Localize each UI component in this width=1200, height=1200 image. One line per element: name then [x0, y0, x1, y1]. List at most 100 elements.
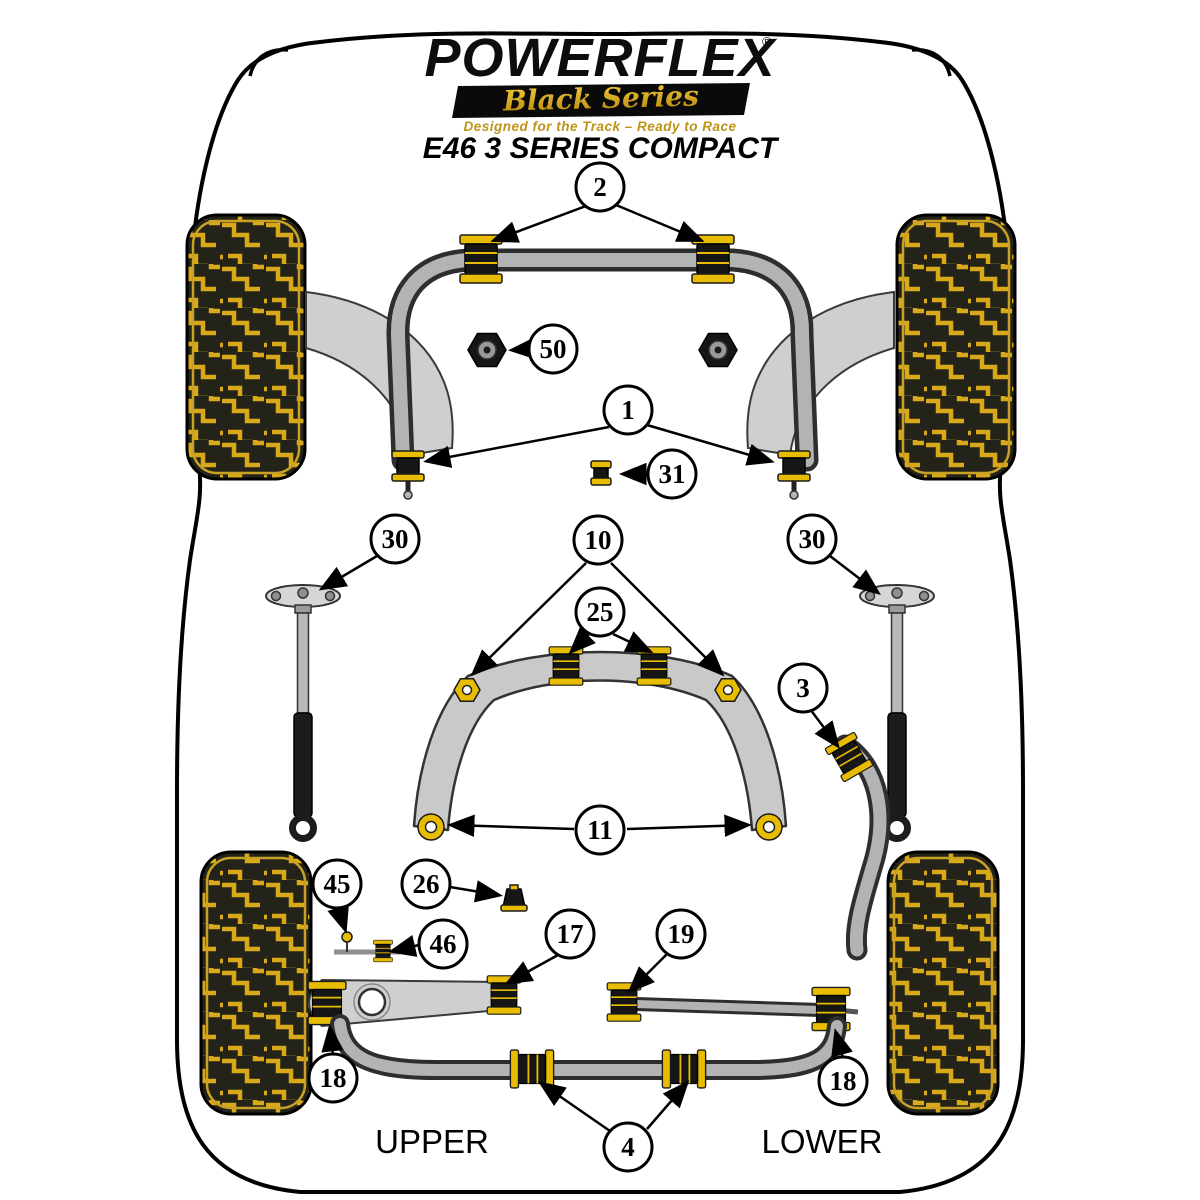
callout-3: 3 [777, 662, 829, 714]
arrow-30-right [829, 555, 881, 596]
page-title: E46 3 SERIES COMPACT [423, 132, 780, 165]
label-upper: UPPER [375, 1123, 489, 1160]
arrow-4-right [646, 1080, 690, 1130]
svg-text:17: 17 [557, 919, 584, 949]
front-right-control-arm [746, 290, 895, 457]
callout-17: 17 [544, 908, 596, 960]
svg-text:30: 30 [382, 524, 409, 554]
arrow-18-left [321, 1024, 344, 1056]
series-ribbon [452, 83, 750, 118]
front-arb-bush-left [459, 234, 503, 284]
arrow-17 [504, 953, 559, 985]
small-bush-46 [373, 939, 393, 963]
arrow-11-right [626, 814, 752, 837]
brand-wordmark: POWERFLEX [424, 28, 777, 88]
arrow-1-left [423, 425, 610, 468]
svg-text:50: 50 [540, 334, 567, 364]
left-mirror-notch [248, 48, 289, 77]
bolt-45 [341, 931, 353, 943]
arrow-50 [508, 337, 537, 360]
tire-front-right [895, 213, 1017, 481]
callout-26: 26 [400, 858, 452, 910]
callout-layer: 2 50 1 31 30 10 30 25 3 11 45 26 46 17 19 18 18 4 [307, 161, 869, 1173]
arrow-30-left [318, 554, 378, 591]
subframe-hex-bush-right [714, 677, 742, 703]
svg-text:11: 11 [587, 815, 613, 845]
rear-arb-bush-left [509, 1049, 555, 1089]
callout-46: 46 [417, 918, 469, 970]
arrow-10-right [610, 562, 725, 677]
callout-10: 10 [572, 514, 624, 566]
svg-text:4: 4 [621, 1132, 635, 1162]
subframe-hex-bush-left [453, 677, 481, 703]
tie-bar-bush-19 [606, 981, 642, 1023]
arrow-4-left [537, 1081, 611, 1133]
arrow-25-right [612, 631, 654, 654]
callout-50: 50 [527, 323, 579, 375]
svg-text:3: 3 [796, 673, 810, 703]
tire-rear-right [886, 850, 1000, 1116]
svg-text:26: 26 [413, 869, 440, 899]
callout-30-right: 30 [786, 513, 838, 565]
callout-18-right: 18 [817, 1055, 869, 1107]
rear-anti-roll-bar [330, 1014, 847, 1089]
svg-text:25: 25 [587, 597, 614, 627]
label-lower: LOWER [761, 1123, 882, 1160]
callout-25: 25 [574, 586, 626, 638]
tire-rear-left [199, 850, 313, 1116]
svg-text:18: 18 [830, 1066, 857, 1096]
svg-text:10: 10 [585, 525, 612, 555]
callout-1: 1 [602, 384, 654, 436]
callout-30-left: 30 [369, 513, 421, 565]
front-anti-roll-bar [386, 248, 819, 472]
callout-18-left: 18 [307, 1052, 359, 1104]
arrow-25-left [568, 627, 596, 655]
svg-text:2: 2 [593, 172, 607, 202]
arrow-26 [449, 880, 503, 903]
tires [185, 213, 1017, 1116]
arrow-10-left [470, 562, 587, 677]
subframe-top-bush-left [548, 645, 584, 687]
subframe-lower-bush-right [755, 813, 783, 841]
svg-text:30: 30 [799, 524, 826, 554]
rear-subframe [412, 645, 788, 841]
series-label: Black Series [502, 79, 700, 117]
callout-2: 2 [574, 161, 626, 213]
arrow-2-left [490, 204, 587, 243]
callout-4: 4 [602, 1121, 654, 1173]
rear-left-trailing-arm [307, 974, 522, 1028]
front-left-control-arm [305, 290, 454, 457]
registered-mark: ® [762, 34, 772, 49]
front-suspension [305, 234, 895, 500]
tagline: Designed for the Track – Ready to Race [463, 119, 736, 134]
arrow-18-right [831, 1028, 853, 1059]
tire-front-left [185, 213, 307, 481]
callout-11: 11 [574, 804, 626, 856]
svg-text:19: 19 [668, 919, 695, 949]
front-arb-bush-right [691, 234, 735, 284]
arrow-1-right [646, 423, 775, 466]
callout-19: 19 [655, 908, 707, 960]
rear-tie-bar [606, 981, 859, 1032]
right-mirror-notch [911, 48, 952, 77]
arrow-45 [327, 904, 349, 934]
svg-text:46: 46 [430, 929, 457, 959]
callout-31: 31 [646, 448, 698, 500]
trailing-arm-rear-bush [486, 974, 522, 1016]
callout-45: 45 [311, 858, 363, 910]
subframe-lower-bush-left [417, 813, 445, 841]
rear-arb-bush-right [661, 1049, 707, 1089]
callout-arrows [318, 203, 881, 1133]
arrow-19 [627, 952, 669, 994]
small-bush-31 [590, 460, 612, 486]
svg-text:31: 31 [659, 459, 686, 489]
svg-text:18: 18 [320, 1063, 347, 1093]
svg-text:1: 1 [621, 395, 635, 425]
subframe-top-bush-right [636, 645, 672, 687]
arrow-2-right [615, 203, 705, 242]
logo-block: POWERFLEX ® Black Series Designed for th… [424, 28, 777, 134]
arrow-3 [809, 708, 840, 749]
arrow-11-left [447, 814, 575, 837]
svg-text:45: 45 [324, 869, 351, 899]
